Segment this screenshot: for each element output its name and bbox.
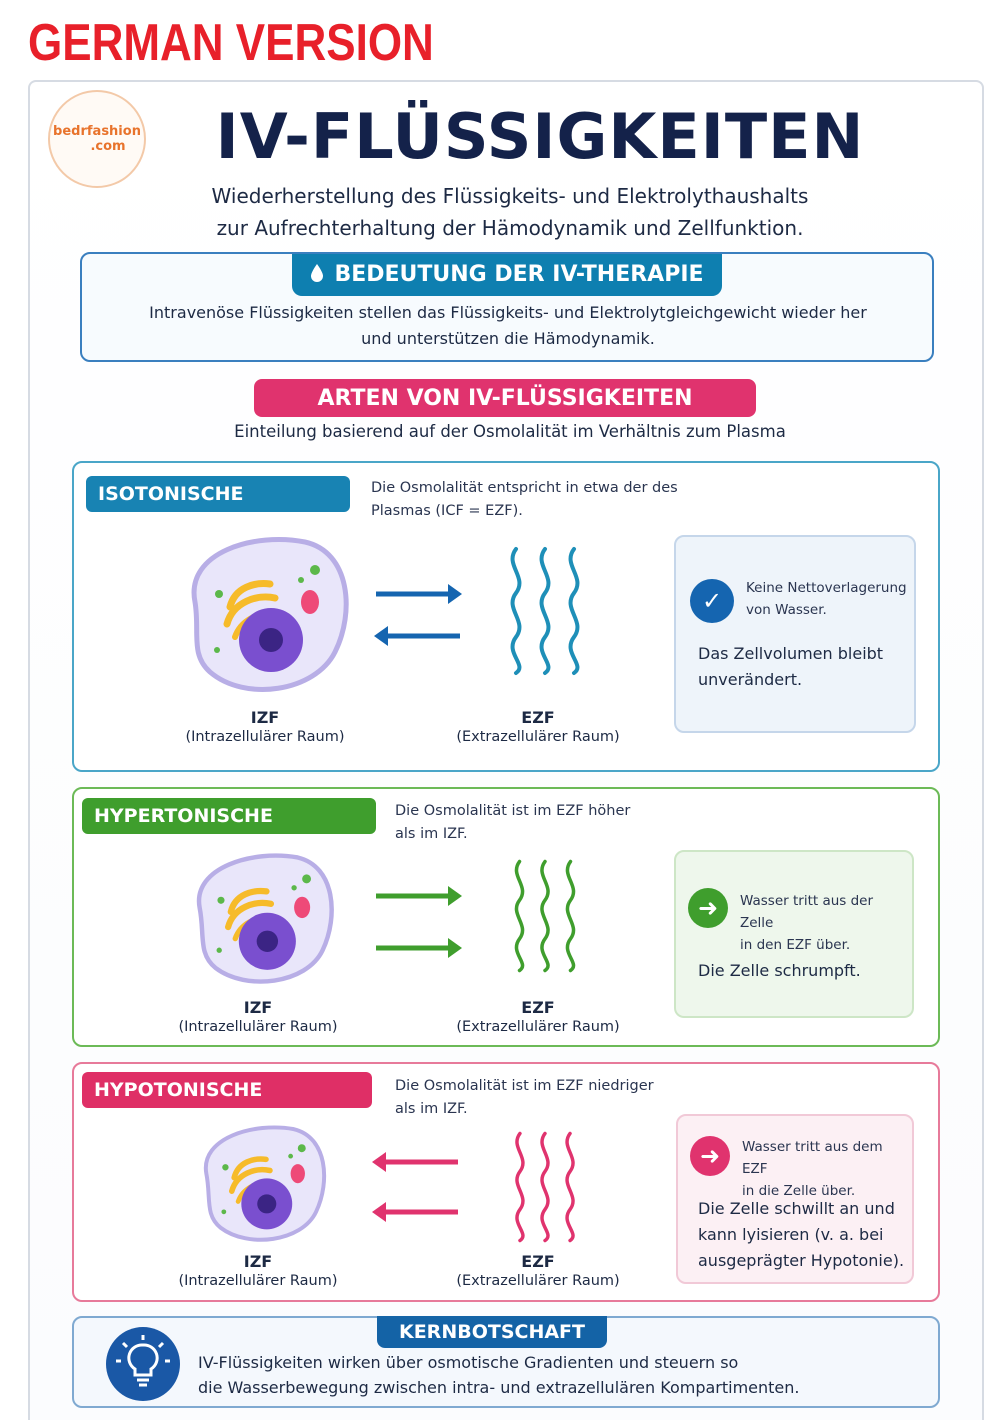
kernbotschaft-text: IV-Flüssigkeiten wirken über osmotische … [198,1350,918,1400]
arrow-right-icon: ➜ [690,1136,730,1176]
kernbotschaft-banner: KERNBOTSCHAFT [377,1316,607,1348]
hypotonic-info-big: Die Zelle schwillt an und kann lyisieren… [698,1199,905,1270]
hypertonic-tag: HYPERTONISCHE LÖSUNGEN [82,798,376,863]
hypotonic-description: Die Osmolalität ist im EZF niedriger als… [395,1075,705,1121]
version-label: GERMAN VERSION [28,14,434,72]
cell-illustration-hypotonic [203,1125,327,1242]
kernbotschaft-text-line2: die Wasserbewegung zwischen intra- und e… [198,1378,800,1397]
ezf-label-isotonic: EZF(Extrazellulärer Raum) [456,708,620,745]
lightbulb-icon [106,1327,180,1401]
isotonic-desc-line1: Die Osmolalität entspricht in etwa der d… [371,480,678,496]
subtitle-line1: Wiederherstellung des Flüssigkeits- und … [211,184,809,208]
subtitle-line2: zur Aufrechterhaltung der Hämodynamik un… [216,216,804,240]
hypertonic-desc-line1: Die Osmolalität ist im EZF höher [395,803,631,819]
arten-banner: ARTEN VON IV-FLÜSSIGKEITEN [254,379,756,417]
hypotonic-info-small: Wasser tritt aus dem EZF in die Zelle üb… [742,1139,883,1199]
logo-line1: bedrfashion [53,124,141,139]
ecf-waves-icon [515,1131,575,1243]
hypotonic-tag: HYPOTONISCHE LÖSUNGEN [82,1072,372,1137]
isotonic-info-big: Das Zellvolumen bleibt unverändert. [698,644,884,689]
hypotonic-desc-line2: als im IZF. [395,1101,468,1117]
hypotonic-info-box: ➜ Wasser tritt aus dem EZF in die Zelle … [676,1114,914,1284]
arten-subtitle: Einteilung basierend auf der Osmolalität… [234,422,786,441]
izf-label-hypertonic: IZF(Intrazellulärer Raum) [178,998,338,1035]
arrow-right-icon: ➜ [688,888,728,928]
ecf-waves-icon [510,547,580,675]
bidirectional-arrows-icon [374,584,462,646]
logo-line2: .com [90,139,126,154]
hypertonic-info-small: Wasser tritt aus der Zelle in den EZF üb… [740,893,874,953]
isotonic-description: Die Osmolalität entspricht in etwa der d… [371,477,681,523]
hypertonic-description: Die Osmolalität ist im EZF höher als im … [395,800,705,846]
page-title: IV-FLÜSSIGKEITEN [215,100,865,173]
bedeutung-text: Intravenöse Flüssigkeiten stellen das Fl… [100,300,916,352]
isotonic-desc-line2: Plasmas (ICF = EZF). [371,503,523,519]
droplet-icon [311,264,324,282]
ezf-label-hypotonic: EZF(Extrazellulärer Raum) [456,1252,620,1289]
left-arrows-icon [372,1152,458,1222]
hypertonic-info-big: Die Zelle schrumpft. [698,961,861,980]
isotonic-tag: ISOTONISCHE LÖSUNGEN [86,476,350,541]
bedeutung-text-line2: und unterstützen die Hämodynamik. [361,329,655,348]
page-subtitle: Wiederherstellung des Flüssigkeits- und … [160,180,860,244]
isotonic-info-small: Keine Nettoverlagerung von Wasser. [746,580,907,618]
izf-label-hypotonic: IZF(Intrazellulärer Raum) [178,1252,338,1289]
hypertonic-info-box: ➜ Wasser tritt aus der Zelle in den EZF … [674,850,914,1018]
right-arrows-icon [376,886,462,958]
kernbotschaft-text-line1: IV-Flüssigkeiten wirken über osmotische … [198,1353,739,1372]
ecf-waves-icon [514,859,576,973]
bedeutung-banner: BEDEUTUNG DER IV-THERAPIE [292,254,722,296]
izf-label-isotonic: IZF(Intrazellulärer Raum) [185,708,345,745]
cell-illustration-isotonic [191,537,349,692]
check-icon: ✓ [690,579,734,623]
cell-illustration-hypertonic [196,853,334,984]
hypotonic-desc-line1: Die Osmolalität ist im EZF niedriger [395,1078,654,1094]
ezf-label-hypertonic: EZF(Extrazellulärer Raum) [456,998,620,1035]
isotonic-info-box: ✓ Keine Nettoverlagerung von Wasser. Das… [674,535,916,733]
bedeutung-text-line1: Intravenöse Flüssigkeiten stellen das Fl… [149,303,867,322]
logo: bedrfashion .com [48,90,146,188]
hypertonic-desc-line2: als im IZF. [395,826,468,842]
bedeutung-title: BEDEUTUNG DER IV-THERAPIE [334,262,704,287]
